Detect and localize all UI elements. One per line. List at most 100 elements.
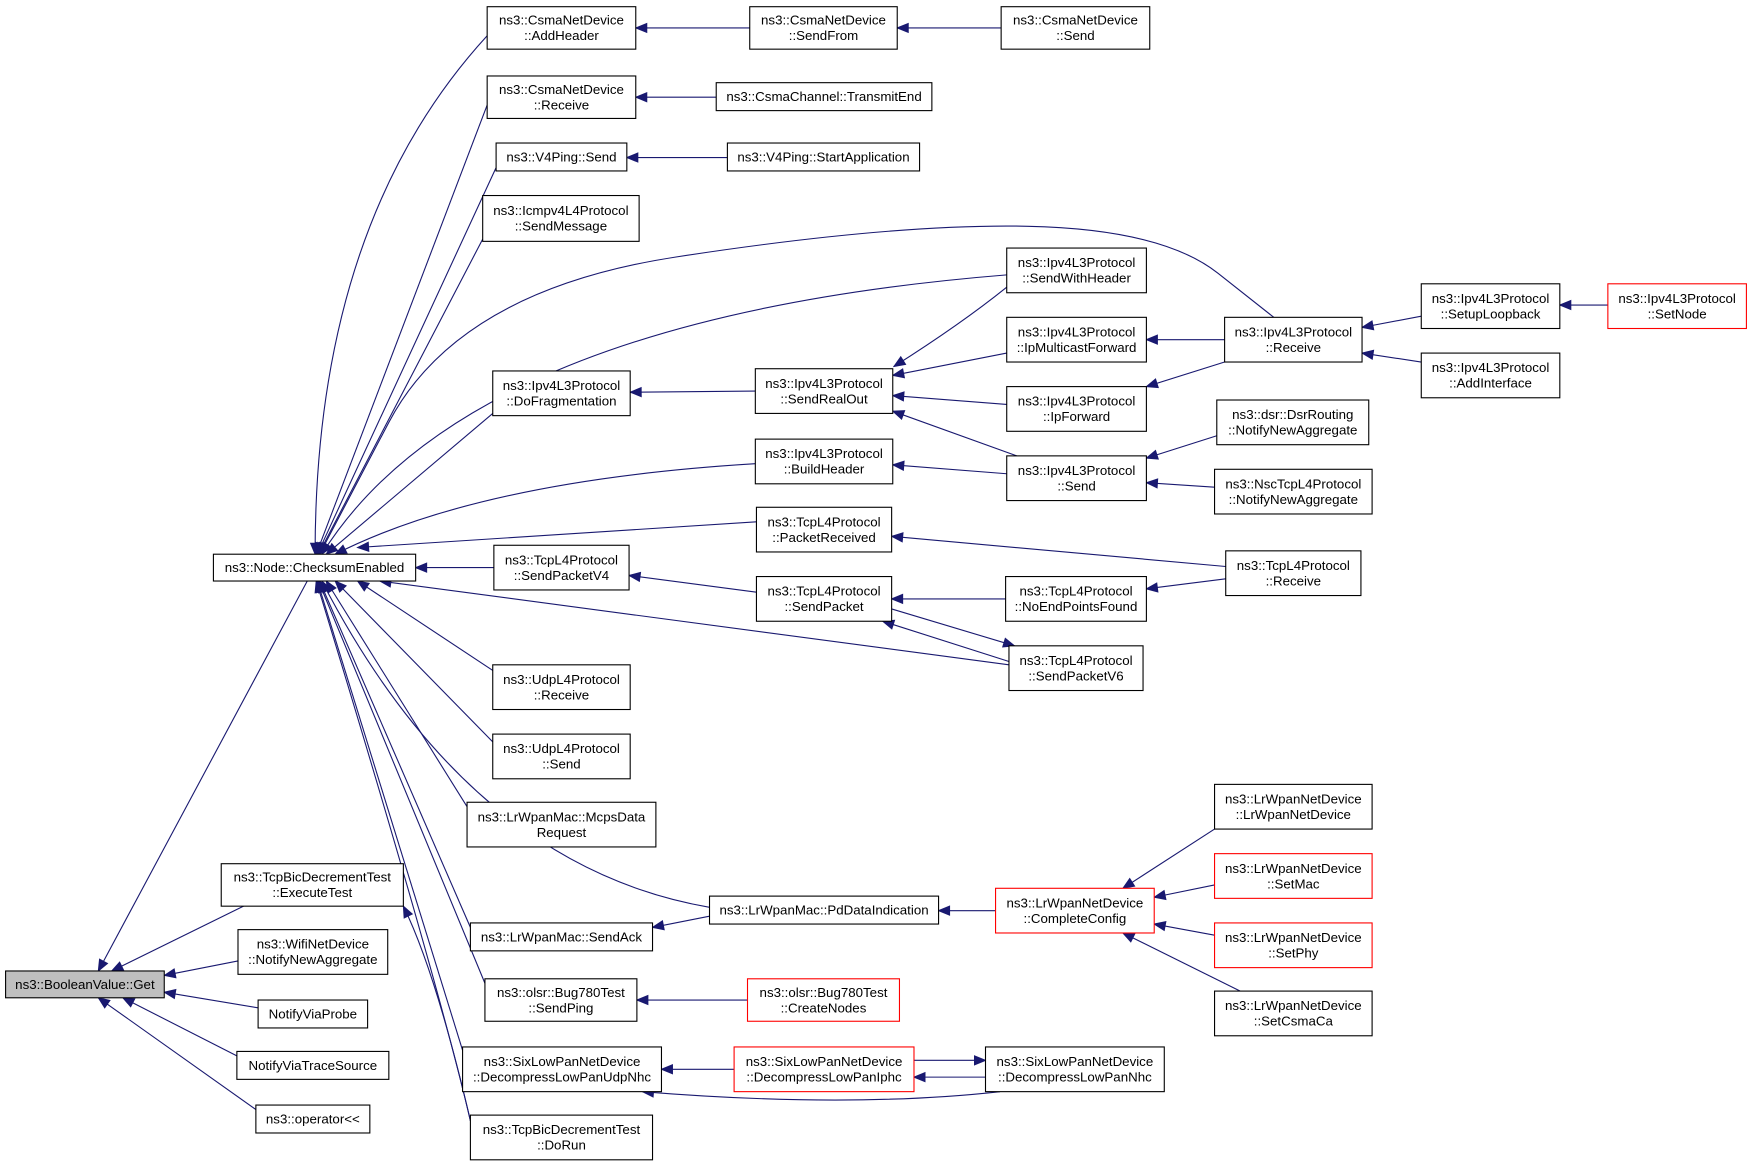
node-dsr-notify[interactable]: ns3::dsr::DsrRouting::NotifyNewAggregate [1216,399,1370,446]
node-ipv4-addinterface[interactable]: ns3::Ipv4L3Protocol::AddInterface [1420,352,1561,399]
node-csma-addheader[interactable]: ns3::CsmaNetDevice::AddHeader [486,6,637,50]
node-label: ns3::UdpL4Protocol [503,672,620,687]
node-ipv4-receive[interactable]: ns3::Ipv4L3Protocol::Receive [1224,316,1363,363]
node-box [466,801,657,848]
node-operator-ll[interactable]: ns3::operator<< [255,1104,371,1134]
node-ipv4-setnode[interactable]: ns3::Ipv4L3Protocol::SetNode [1607,283,1747,330]
node-csma-send[interactable]: ns3::CsmaNetDevice::Send [1000,6,1151,50]
node-ipv4-sendrealout[interactable]: ns3::Ipv4L3Protocol::SendRealOut [754,368,894,414]
node-tcp-receive[interactable]: ns3::TcpL4Protocol::Receive [1225,550,1362,597]
node-box [1214,783,1373,830]
arrowhead [1558,299,1572,311]
node-olsr-sendping[interactable]: ns3::olsr::Bug780Test::SendPing [484,978,638,1022]
node-notify-trace[interactable]: NotifyViaTraceSource [236,1050,390,1080]
node-tcpbic-dorun[interactable]: ns3::TcpBicDecrementTest::DoRun [469,1114,654,1161]
node-box [1006,386,1147,432]
arrowhead [627,571,642,583]
node-label: ns3::Ipv4L3Protocol [1018,463,1136,478]
node-wifi-notify[interactable]: ns3::WifiNetDevice::NotifyNewAggregate [237,929,389,975]
node-label: ns3::TcpBicDecrementTest [234,870,392,885]
node-box [1006,247,1147,294]
node-lrmac-pddata[interactable]: ns3::LrWpanMac::PdDataIndication [708,895,940,925]
node-tcp-sendpacket[interactable]: ns3::TcpL4Protocol::SendPacket [755,576,893,622]
edge-line [1146,435,1217,459]
node-box [995,887,1155,934]
node-csma-transmitend[interactable]: ns3::CsmaChannel::TransmitEnd [715,82,933,112]
node-lrnd-setphy[interactable]: ns3::LrWpanNetDevice::SetPhy [1214,922,1373,969]
node-label: ns3::olsr::Bug780Test [497,985,625,1000]
node-label: ns3::TcpL4Protocol [767,514,880,529]
node-sixlow-nhc[interactable]: ns3::SixLowPanNetDevice::DecompressLowPa… [984,1046,1165,1093]
node-label: ns3::Ipv4L3Protocol [1018,255,1136,270]
edge-line [314,35,488,555]
edge-line [357,521,757,549]
node-tcp-packetreceived[interactable]: ns3::TcpL4Protocol::PacketReceived [755,506,893,553]
node-tcp-noendpoints[interactable]: ns3::TcpL4Protocol::NoEndPointsFound [1005,576,1147,622]
node-label: ::SendRealOut [780,391,868,406]
node-lrnd-completeconfig[interactable]: ns3::LrWpanNetDevice::CompleteConfig [995,887,1155,934]
node-lrnd-setmac[interactable]: ns3::LrWpanNetDevice::SetMac [1214,853,1373,899]
edge-icmp_sendmessage-to-checksum [317,238,484,556]
node-tcp-sendpacketv4[interactable]: ns3::TcpL4Protocol::SendPacketV4 [493,544,630,591]
node-label: ::LrWpanNetDevice [1236,807,1351,822]
edge-line [1146,361,1225,388]
node-label: ns3::CsmaNetDevice [499,82,624,97]
arrowhead [97,958,109,973]
node-lrnd-setcsmaca[interactable]: ns3::LrWpanNetDevice::SetCsmaCa [1214,990,1373,1037]
node-icmp-sendmessage[interactable]: ns3::Icmpv4L4Protocol::SendMessage [482,194,640,242]
node-tcpbic-execute[interactable]: ns3::TcpBicDecrementTest::ExecuteTest [220,863,404,907]
node-checksum[interactable]: ns3::Node::ChecksumEnabled [212,553,417,582]
node-csma-receive[interactable]: ns3::CsmaNetDevice::Receive [486,75,637,119]
node-v4ping-start[interactable]: ns3::V4Ping::StartApplication [726,142,921,172]
node-notify-probe[interactable]: NotifyViaProbe [257,999,369,1029]
arrowhead [1121,932,1136,943]
node-ipv4-ipforward[interactable]: ns3::Ipv4L3Protocol::IpForward [1006,386,1147,432]
arrowhead [974,1055,987,1066]
edge-ipv4_setuploopback-to-ipv4_receive [1360,315,1422,331]
arrowhead [162,988,177,1000]
node-ipv4-sendwithheader[interactable]: ns3::Ipv4L3Protocol::SendWithHeader [1006,247,1147,294]
arrowhead [402,904,414,919]
node-olsr-createnodes[interactable]: ns3::olsr::Bug780Test::CreateNodes [746,978,901,1022]
node-label: ::IpForward [1043,409,1110,424]
node-sixlow-udpnhc[interactable]: ns3::SixLowPanNetDevice::DecompressLowPa… [462,1046,663,1093]
arrowhead [356,580,371,592]
node-nsc-notify[interactable]: ns3::NscTcpL4Protocol::NotifyNewAggregat… [1214,468,1373,515]
node-sixlow-iphc[interactable]: ns3::SixLowPanNetDevice::DecompressLowPa… [733,1046,915,1093]
node-label: ns3::CsmaNetDevice [1013,13,1138,28]
node-tcp-sendpacketv6[interactable]: ns3::TcpL4Protocol::SendPacketV6 [1008,645,1144,692]
node-box [984,1046,1165,1093]
edge-line [1146,578,1226,590]
node-label: ::SetCsmaCa [1254,1014,1334,1029]
node-udp-receive[interactable]: ns3::UdpL4Protocol::Receive [492,664,631,711]
node-label: ns3::Node::ChecksumEnabled [225,560,405,575]
arrowhead [634,91,648,103]
arrowhead [892,355,907,368]
node-box [469,922,654,952]
node-root[interactable]: ns3::BooleanValue::Get [5,970,165,999]
arrowhead [1145,478,1159,489]
node-udp-send[interactable]: ns3::UdpL4Protocol::Send [492,733,631,780]
node-label: ::NotifyNewAggregate [248,952,377,967]
node-label: ::NotifyNewAggregate [1228,423,1357,438]
node-label: ::SendFrom [789,28,858,43]
node-lrnd-ctor[interactable]: ns3::LrWpanNetDevice::LrWpanNetDevice [1214,783,1373,830]
edge-line [319,580,471,928]
node-ipv4-send[interactable]: ns3::Ipv4L3Protocol::Send [1006,455,1147,502]
edge-csma_transmitend-to-csma_receive [634,91,717,103]
node-label: ::SendPacketV6 [1028,668,1123,683]
node-lrmac-sendack[interactable]: ns3::LrWpanMac::SendAck [469,922,654,952]
arrowhead [895,22,909,34]
node-label: Request [537,825,587,840]
edge-line [164,991,259,1009]
node-ipv4-dofrag[interactable]: ns3::Ipv4L3Protocol::DoFragmentation [492,370,631,417]
node-ipv4-mcastfwd[interactable]: ns3::Ipv4L3Protocol::IpMulticastForward [1006,316,1147,363]
node-box [726,142,921,172]
node-csma-sendfrom[interactable]: ns3::CsmaNetDevice::SendFrom [749,6,898,50]
arrowhead [1145,449,1159,460]
node-v4ping-send[interactable]: ns3::V4Ping::Send [495,142,628,172]
node-ipv4-buildheader[interactable]: ns3::Ipv4L3Protocol::BuildHeader [754,438,894,485]
node-ipv4-setuploopback[interactable]: ns3::Ipv4L3Protocol::SetupLoopback [1420,283,1561,330]
